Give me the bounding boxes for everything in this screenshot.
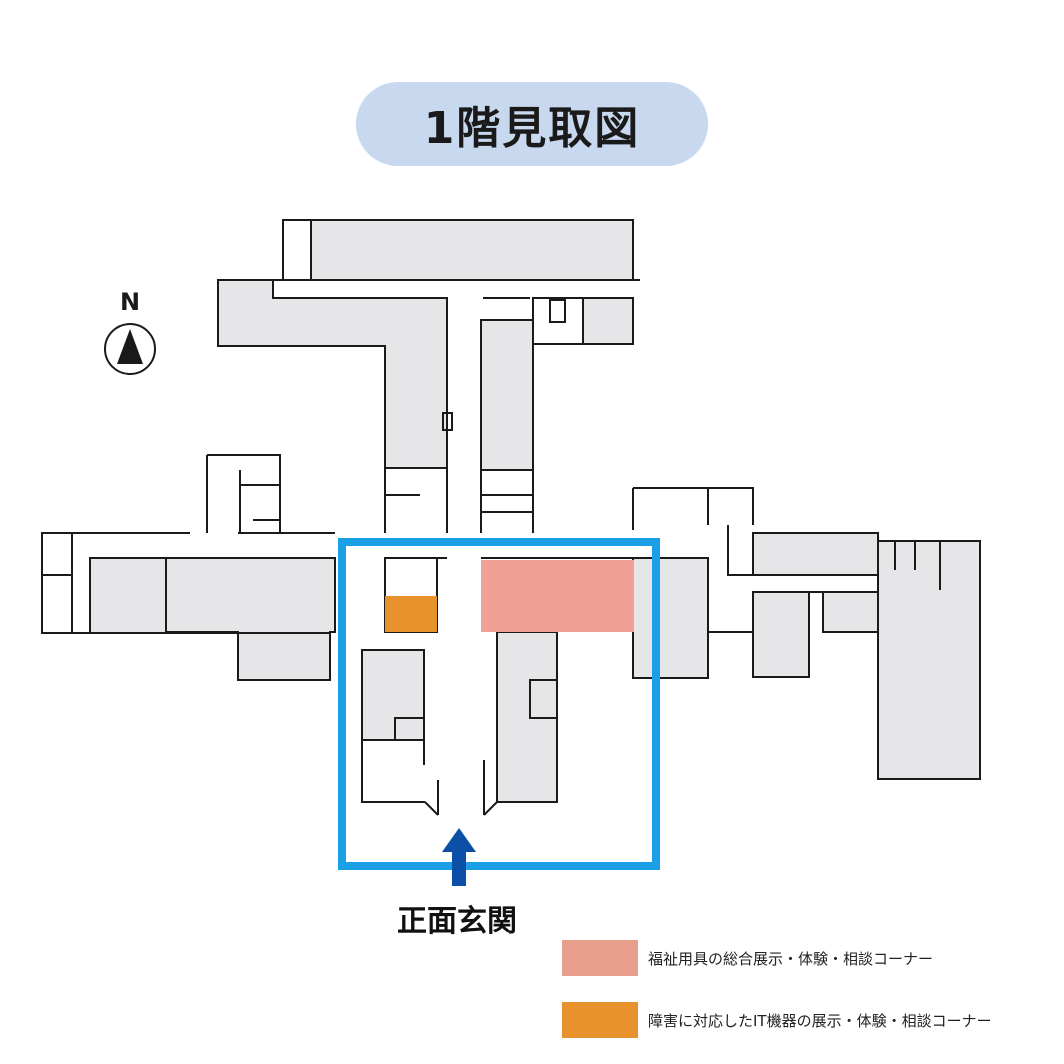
room-west-2 — [89, 557, 167, 634]
wall-north-corridor — [384, 468, 534, 533]
wall-small-fixtures — [442, 299, 566, 431]
legend-item-welfare: 福祉用具の総合展示・体験・相談コーナー — [562, 940, 933, 976]
room-north-top-small — [282, 219, 312, 281]
floor-title: 1階見取図 — [356, 82, 708, 166]
compass-icon: N — [104, 288, 156, 375]
wall-stair-block — [206, 454, 281, 533]
wall-east-corridor — [660, 541, 879, 633]
compass-label: N — [120, 288, 140, 316]
exhibit-welfare-equipment — [481, 560, 634, 632]
room-east-1 — [632, 557, 709, 679]
legend-swatch-welfare — [562, 940, 638, 976]
room-south-west — [361, 649, 425, 741]
entrance-label: 正面玄関 — [397, 904, 517, 939]
wall-north-top — [273, 279, 640, 299]
wall-entrance-doors — [424, 760, 498, 816]
wall-south-east-small — [529, 679, 558, 719]
entrance-arrow-icon — [442, 828, 476, 886]
wall-west-end-room — [42, 533, 73, 576]
floor-title-text: 1階見取図 — [423, 103, 641, 154]
room-north-top — [282, 219, 634, 281]
room-west-3 — [165, 557, 336, 681]
room-northwest-wing — [217, 279, 448, 469]
legend-label-welfare: 福祉用具の総合展示・体験・相談コーナー — [648, 949, 934, 968]
wall-north-corridor-rooms — [385, 494, 533, 513]
legend-swatch-it — [562, 1002, 638, 1038]
room-north-east — [582, 297, 634, 345]
wall-stair-inner — [239, 470, 280, 533]
wall-east-stair — [632, 487, 754, 576]
wall-east-stair-2 — [878, 540, 941, 590]
wall-south-wing — [361, 650, 557, 803]
legend-item-it: 障害に対応したIT機器の展示・体験・相談コーナー — [562, 1002, 992, 1038]
highlight-frame — [338, 538, 660, 870]
room-east-2 — [752, 591, 810, 678]
room-east-corridor-north — [752, 532, 879, 576]
legend-label-it: 障害に対応したIT機器の展示・体験・相談コーナー — [648, 1011, 992, 1030]
room-east-end — [877, 540, 981, 780]
room-east-3 — [822, 591, 879, 633]
wall-south-west-rooms — [362, 717, 425, 765]
room-west-end — [41, 532, 73, 634]
exhibit-it-equipment — [385, 596, 437, 632]
room-north-corridor-east — [480, 319, 534, 471]
